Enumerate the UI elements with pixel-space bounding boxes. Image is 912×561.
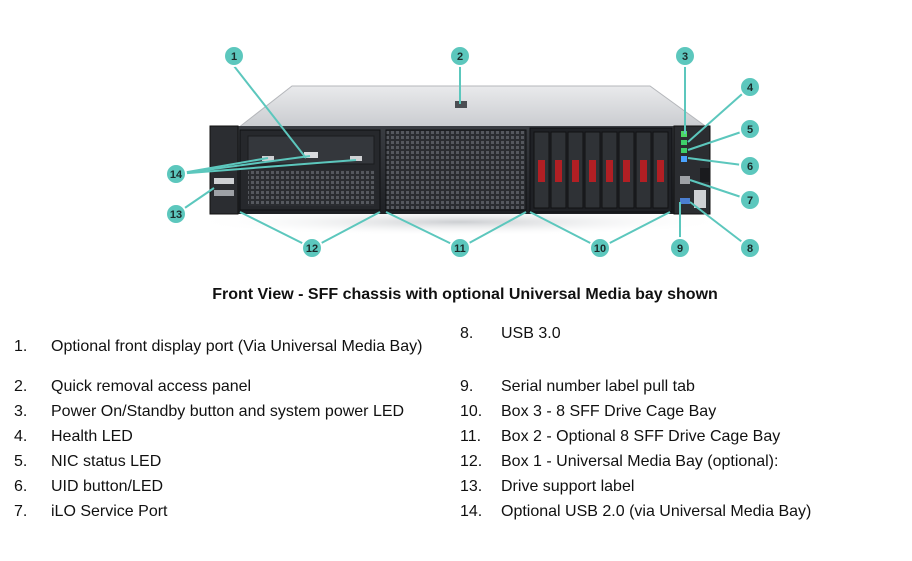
legend-right-column: 8. USB 3.0 9. Serial number label pull t… [460,324,910,524]
legend-number: 3. [14,403,28,420]
legend-text: iLO Service Port [51,503,168,520]
legend-text: Box 3 - 8 SFF Drive Cage Bay [501,403,717,420]
legend-item-12: 12. Box 1 - Universal Media Bay (optiona… [460,449,910,474]
legend-number: 12. [460,453,483,470]
svg-text:3: 3 [682,51,688,63]
chassis-top-cover [236,85,710,129]
legend-item-5: 5. NIC status LED [14,449,454,474]
callout-13: 13 [165,203,187,225]
callout-7: 7 [739,189,761,211]
serial-label-tab [694,190,706,208]
legend-text: Quick removal access panel [51,378,252,395]
drive-support-label [214,178,234,184]
legend-text: Box 1 - Universal Media Bay (optional): [501,453,779,470]
callout-lines [175,65,751,249]
legend-text: USB 3.0 [501,325,561,342]
svg-text:1: 1 [231,51,237,63]
box2-drive-bay [385,129,527,211]
callout-9: 9 [669,237,691,259]
legend-text: Optional front display port (Via Univers… [51,338,423,355]
legend-item-2: 2. Quick removal access panel [14,374,454,399]
callout-2: 2 [449,45,471,67]
legend-number: 6. [14,478,28,495]
callout-12: 12 [301,237,323,259]
callout-11: 11 [449,237,471,259]
legend-item-14: 14. Optional USB 2.0 (via Universal Medi… [460,499,910,524]
svg-text:2: 2 [457,51,463,63]
svg-text:5: 5 [747,124,753,136]
chassis-shadow [190,208,730,236]
legend-item-13: 13. Drive support label [460,474,910,499]
legend-number: 14. [460,503,483,520]
svg-text:8: 8 [747,243,753,255]
legend-text: Health LED [51,428,133,445]
legend-number: 10. [460,403,483,420]
legend-text: Box 2 - Optional 8 SFF Drive Cage Bay [501,428,781,445]
legend-item-8: 8. USB 3.0 [460,324,910,370]
legend-number: 2. [14,378,28,395]
legend-text: Power On/Standby button and system power… [51,403,405,420]
legend-text: Serial number label pull tab [501,378,695,395]
legend-left-column: 1. Optional front display port (Via Univ… [14,324,454,524]
legend-item-7: 7. iLO Service Port [14,499,454,524]
legend-number: 5. [14,453,28,470]
legend-item-10: 10. Box 3 - 8 SFF Drive Cage Bay [460,399,910,424]
svg-text:14: 14 [170,169,183,181]
access-panel-latch [455,101,467,108]
legend-item-4: 4. Health LED [14,424,454,449]
health-led [681,140,687,145]
ilo-service-port [680,176,690,184]
callout-5: 5 [739,118,761,140]
legend-text: UID button/LED [51,478,164,495]
legend-item-1: 1. Optional front display port (Via Univ… [14,324,454,370]
legend-item-9: 9. Serial number label pull tab [460,374,910,399]
callout-4: 4 [739,76,761,98]
legend-number: 1. [14,338,28,355]
legend-item-11: 11. Box 2 - Optional 8 SFF Drive Cage Ba… [460,424,910,449]
svg-text:13: 13 [170,209,182,221]
legend-text: Optional USB 2.0 (via Universal Media Ba… [501,503,812,520]
svg-text:9: 9 [677,243,683,255]
display-port [304,152,318,158]
legend-item-6: 6. UID button/LED [14,474,454,499]
svg-text:6: 6 [747,161,753,173]
callout-10: 10 [589,237,611,259]
uid-button-led [681,156,687,162]
legend-number: 11. [460,428,482,445]
legend-number: 4. [14,428,28,445]
callout-8: 8 [739,237,761,259]
svg-text:10: 10 [594,243,606,255]
legend-number: 9. [460,378,474,395]
svg-text:4: 4 [747,82,754,94]
legend-item-3: 3. Power On/Standby button and system po… [14,399,454,424]
figure-caption: Front View - SFF chassis with optional U… [212,286,718,303]
callout-1: 1 [223,45,245,67]
legend-text: Drive support label [501,478,635,495]
svg-text:7: 7 [747,195,753,207]
legend-number: 13. [460,478,483,495]
nic-status-led [681,148,687,153]
svg-text:12: 12 [306,243,318,255]
callout-6: 6 [739,155,761,177]
legend-text: NIC status LED [51,453,162,470]
server-front-view-diagram: 1 2 3 4 5 6 7 8 9 10 11 12 [165,45,761,259]
legend-number: 8. [460,325,474,342]
usb3-port [680,198,690,204]
callout-14: 14 [165,163,187,185]
legend-number: 7. [14,503,28,520]
sff-drive-slots [533,131,669,209]
callout-3: 3 [674,45,696,67]
svg-text:11: 11 [454,243,466,255]
